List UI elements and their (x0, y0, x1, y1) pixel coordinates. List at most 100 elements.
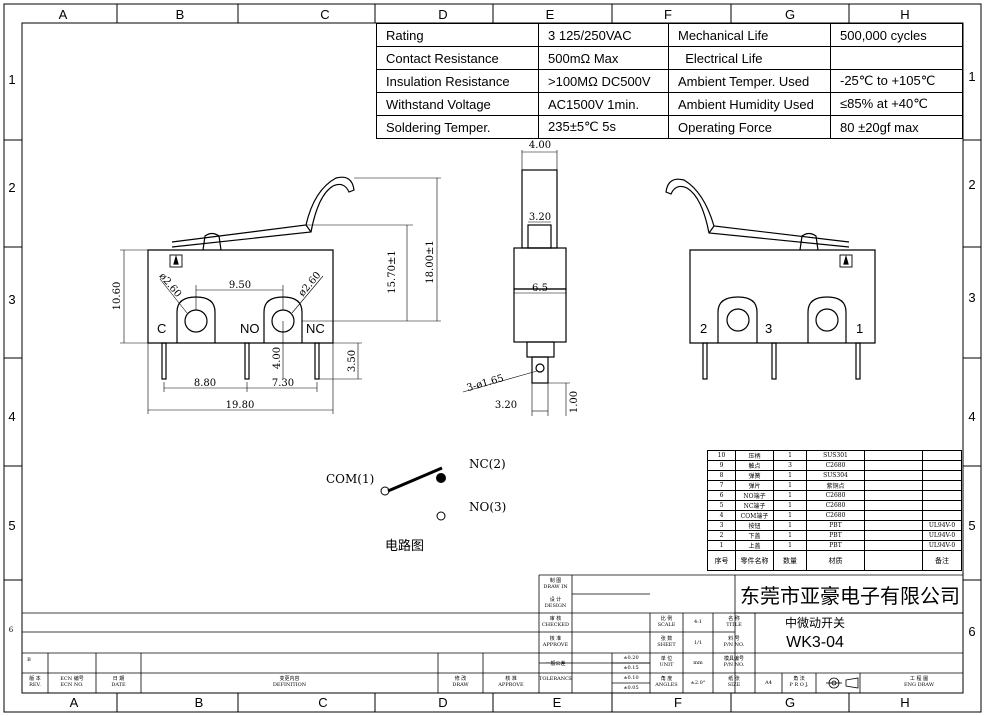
spec-label: Contact Resistance (376, 46, 539, 70)
bom-header-cell: 零件名称 (735, 550, 774, 571)
dim-350: 3.50 (347, 350, 358, 372)
col-label-h-top: H (900, 7, 909, 22)
scale-value: 4:1 (693, 619, 703, 625)
bom-cell: 4 (707, 510, 736, 521)
terminal-c (161, 342, 167, 380)
dim-730: 7.30 (272, 378, 294, 389)
side-dims (462, 150, 570, 416)
bom-cell: 5 (707, 500, 736, 511)
front-view (147, 176, 355, 380)
side-dim-65: 6.5 (532, 283, 548, 294)
row-label-6-right: 6 (968, 624, 975, 639)
col-label-b-bottom: B (195, 695, 204, 710)
bom-cell: 触点 (735, 460, 774, 471)
spec-label: Operating Force (668, 115, 831, 139)
tol-value-3: ±0.10 (623, 675, 639, 681)
bom-cell: NO端子 (735, 490, 774, 501)
spec-value: 235±5℃ 5s (538, 115, 669, 139)
spec-row: Insulation Resistance >100MΩ DC500V Ambi… (376, 69, 963, 93)
bom-cell-blank (864, 520, 923, 531)
row-label-1-left: 1 (8, 72, 15, 87)
bom-cell: 6 (707, 490, 736, 501)
bom-cell: UL94V-0 (922, 530, 962, 541)
bom-cell: 3 (707, 520, 736, 531)
side-view (513, 169, 567, 384)
spec-value: 500,000 cycles (830, 23, 963, 47)
no-node (436, 511, 446, 521)
bom-cell: 10 (707, 450, 736, 461)
bom-cell: SUS304 (806, 470, 865, 481)
bom-cell: PBT (806, 530, 865, 541)
bom-cell: UL94V-0 (922, 540, 962, 551)
side-body-bottom (513, 288, 567, 343)
bom-cell: 1 (773, 470, 807, 481)
grid-ticks (4, 4, 981, 712)
front-dims (120, 177, 441, 414)
bom-cell: C2680 (806, 510, 865, 521)
bom-cell: 8 (707, 470, 736, 481)
col-label-d-bottom: D (438, 695, 447, 710)
spec-value: 500mΩ Max (538, 46, 669, 70)
part-number: WK3-04 (786, 634, 844, 651)
bom-header-cell: 序号 (707, 550, 736, 571)
col-label-e-top: E (546, 7, 555, 22)
dim-950: 9.50 (229, 280, 251, 291)
rear-pin-label-3: 3 (765, 321, 772, 336)
col-label-a-bottom: A (70, 695, 79, 710)
row-six-marker: 6 (8, 626, 14, 634)
terminal-label-no: NO (240, 321, 260, 336)
bom-cell: PBT (806, 540, 865, 551)
spec-row: Withstand Voltage AC1500V 1min. Ambient … (376, 92, 963, 116)
bom-cell-blank (864, 500, 923, 511)
row-label-1-right: 1 (968, 69, 975, 84)
terminal-no (244, 342, 250, 380)
circuit-diagram: COM(1) NC(2) NO(3) 电路图 (326, 457, 506, 554)
bom-cell-blank (864, 470, 923, 481)
bom-cell: 1 (773, 500, 807, 511)
lever-arm (171, 176, 355, 248)
bom-cell: 2 (707, 530, 736, 541)
bom-cell: NC端子 (735, 500, 774, 511)
bom-cell: UL94V-0 (922, 520, 962, 531)
bom-cell (922, 480, 962, 491)
circuit-label-no: NO(3) (469, 500, 506, 514)
switch-blade (387, 466, 443, 493)
mount-hole-left (184, 309, 208, 333)
row-label-3-right: 3 (968, 290, 975, 305)
rear-pin-1 (855, 342, 861, 380)
col-label-d-top: D (438, 7, 447, 22)
dim-dia-right: ø2.60 (297, 270, 324, 299)
side-terminal (531, 356, 549, 384)
circuit-caption: 电路图 (385, 538, 424, 554)
tol-value-2: ±0.15 (623, 665, 639, 671)
side-pin-base (526, 341, 555, 358)
bom-header-cell: 数量 (773, 550, 807, 571)
projection-symbol-icon (826, 677, 859, 689)
row-label-2-left: 2 (8, 180, 15, 195)
spec-value: -25℃ to +105℃ (830, 69, 963, 93)
rear-pin-3 (771, 342, 777, 380)
bom-cell (922, 460, 962, 471)
tol-value-1: ±0.20 (623, 655, 639, 661)
row-label-5-right: 5 (968, 518, 975, 533)
bom-header-cell: 备注 (922, 550, 962, 571)
tol-value-4: ±0.05 (623, 685, 639, 691)
side-button (527, 224, 552, 249)
